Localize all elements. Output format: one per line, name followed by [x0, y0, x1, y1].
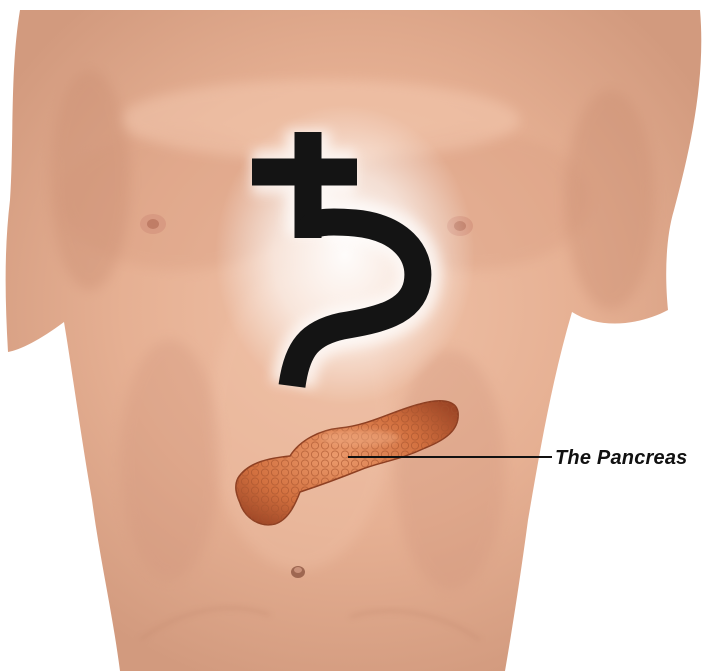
saturn-symbol-icon	[215, 105, 475, 405]
pancreas-label: The Pancreas	[555, 447, 687, 470]
